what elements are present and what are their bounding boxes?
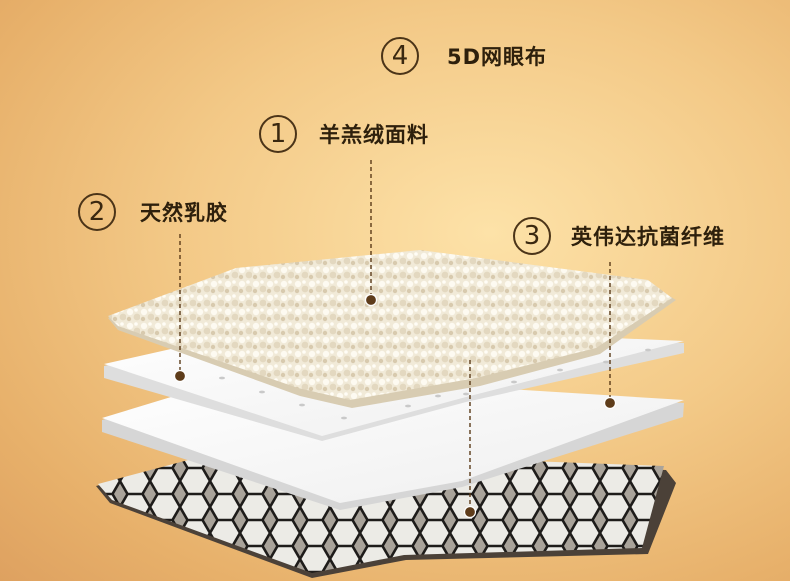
callout-antibacterial-fiber: 3 英伟达抗菌纤维 bbox=[513, 217, 725, 255]
callout-mesh-fabric: 4 5D网眼布 bbox=[381, 37, 547, 75]
number-badge-3: 3 bbox=[513, 217, 551, 255]
fleece-layer bbox=[108, 250, 676, 408]
number-badge-1: 1 bbox=[259, 115, 297, 153]
callout-dot-2 bbox=[173, 369, 187, 383]
callout-fleece: 1 羊羔绒面料 bbox=[259, 115, 429, 153]
callout-dot-1 bbox=[364, 293, 378, 307]
callout-dot-4 bbox=[463, 505, 477, 519]
latex-perforations bbox=[219, 348, 651, 420]
callout-leader-lines bbox=[179, 160, 611, 508]
label-antibacterial-fiber: 英伟达抗菌纤维 bbox=[571, 225, 725, 249]
callout-latex: 2 天然乳胶 bbox=[78, 193, 228, 231]
label-latex: 天然乳胶 bbox=[140, 201, 228, 225]
label-fleece: 羊羔绒面料 bbox=[319, 123, 429, 147]
number-badge-4: 4 bbox=[381, 37, 419, 75]
number-badge-2: 2 bbox=[78, 193, 116, 231]
mesh-fabric-layer bbox=[96, 450, 676, 578]
label-mesh-fabric: 5D网眼布 bbox=[447, 45, 548, 69]
callout-dot-3 bbox=[603, 396, 617, 410]
